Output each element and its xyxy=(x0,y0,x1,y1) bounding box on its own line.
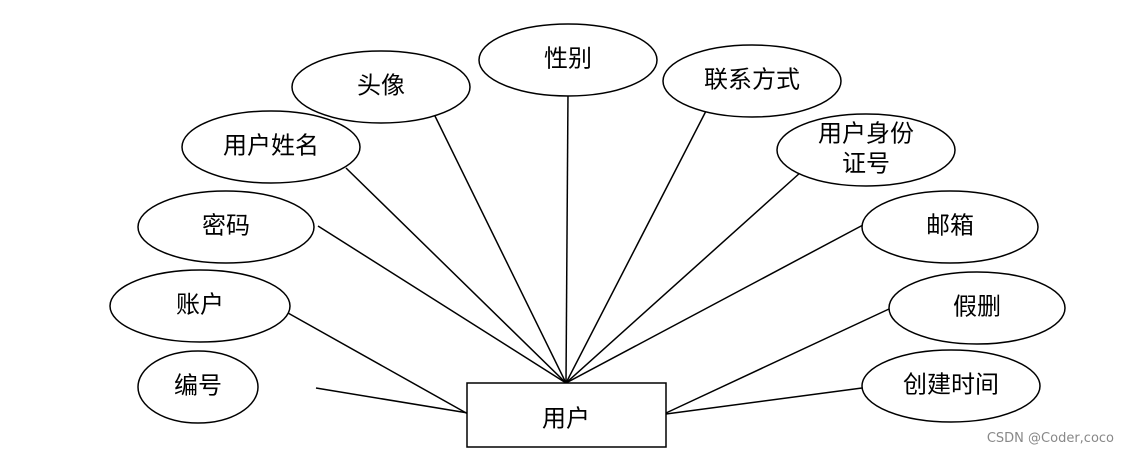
attribute-label: 假删 xyxy=(953,293,1001,321)
edge-touxiang xyxy=(432,111,567,384)
attribute-ellipse xyxy=(137,190,315,264)
attribute-label: 编号 xyxy=(174,372,222,400)
attribute-ellipse xyxy=(137,350,259,424)
attribute-ellipse xyxy=(888,271,1066,345)
attribute-ellipse xyxy=(662,44,842,118)
edge-yonghuxingming xyxy=(345,167,567,384)
attribute-ellipse xyxy=(776,113,956,187)
entity-label: 用户 xyxy=(542,405,590,433)
attribute-zhanghu: 账户 xyxy=(109,269,291,343)
edge-jiashan xyxy=(665,308,890,414)
attribute-xingbie: 性别 xyxy=(478,23,658,97)
attribute-ellipse xyxy=(478,23,658,97)
attribute-label: 性别 xyxy=(544,45,592,73)
attribute-mima: 密码 xyxy=(137,190,315,264)
edge-youxiang xyxy=(565,224,864,384)
watermark: CSDN @Coder,coco xyxy=(986,431,1114,446)
attribute-jiashan: 假删 xyxy=(888,271,1066,345)
attribute-ellipse xyxy=(291,50,471,124)
attribute-label: 账户 xyxy=(176,291,224,319)
attribute-yonghuxingming: 用户姓名 xyxy=(181,110,361,184)
attribute-chuangjianshijian: 创建时间 xyxy=(861,349,1041,423)
attribute-youxiang: 邮箱 xyxy=(861,190,1039,264)
attribute-label: 证号 xyxy=(842,150,890,178)
attribute-label: 头像 xyxy=(357,72,405,100)
edge-shenfenzheng xyxy=(565,171,802,384)
attribute-label: 邮箱 xyxy=(926,212,974,240)
attribute-ellipse xyxy=(861,190,1039,264)
edge-bianhao xyxy=(315,387,469,414)
attribute-label: 密码 xyxy=(202,212,250,240)
attribute-label: 用户姓名 xyxy=(223,132,319,160)
attribute-ellipse xyxy=(861,349,1041,423)
attribute-touxiang: 头像 xyxy=(291,50,471,124)
edge-mima xyxy=(317,225,567,384)
attribute-lianxifangshi: 联系方式 xyxy=(662,44,842,118)
entity-user: 用户 xyxy=(466,382,667,448)
attribute-bianhao: 编号 xyxy=(137,350,259,424)
attribute-label: 用户身份 xyxy=(818,120,914,148)
edge-lianxifangshi xyxy=(565,110,707,384)
edge-zhanghu xyxy=(287,312,469,415)
attribute-ellipse xyxy=(181,110,361,184)
attribute-ellipse xyxy=(109,269,291,343)
relationship-lines xyxy=(287,91,890,415)
edge-chuangjianshijian xyxy=(665,387,863,415)
edge-xingbie xyxy=(565,91,569,384)
attribute-label: 创建时间 xyxy=(903,371,999,399)
attribute-label: 联系方式 xyxy=(704,66,800,94)
